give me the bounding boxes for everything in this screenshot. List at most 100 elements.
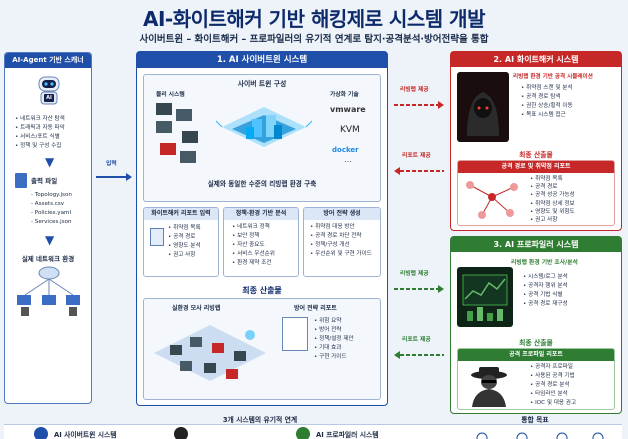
- network-diagram: [11, 265, 87, 317]
- left-arrow-icon: [394, 344, 444, 359]
- whitehacker-badge-icon: [174, 427, 188, 439]
- doc-icon: [150, 228, 164, 246]
- list-item: • 공격 경로 탐색: [521, 94, 561, 100]
- profile-report-list: • 공격자 프로파일 • 사용된 공격 기법 • 공격 경로 분석 • 타임라인…: [530, 363, 576, 408]
- list-item: • 공격 경로 분석: [530, 382, 570, 388]
- footer-goal-title: 통합 목표: [521, 416, 549, 424]
- list-item: • 시스템/로그 분석: [523, 274, 568, 280]
- list-item: • 권고 사항: [168, 252, 196, 258]
- list-item: • 영향도 분석: [168, 243, 201, 249]
- final-output-title: 최종 산출물: [242, 286, 282, 295]
- defense-report-label: 방어 전략 리포트: [294, 305, 337, 312]
- profiler-badge-icon: [296, 427, 310, 439]
- attack-report-list: • 취약점 목록 • 공격 경로 • 공격 성공 가능성 • 취약점 상세 정보…: [530, 175, 575, 224]
- whitehacker-output-title: 최종 산출물: [519, 151, 553, 159]
- list-item: • IOC 및 대응 권고: [530, 400, 577, 406]
- footer-strip: [4, 424, 622, 439]
- doc-icon: [15, 173, 27, 188]
- list-item: • 구현 가이드: [314, 354, 347, 360]
- list-item: • 타임라인 분석: [530, 391, 568, 397]
- attack-report-box: 공격 경로 및 취약점 리포트 • 취약점 목록 • 공격 경로 • 공격 성공…: [457, 160, 615, 226]
- list-item: • 권고 사항: [530, 217, 558, 224]
- list-item: • 보안 정책: [232, 233, 260, 239]
- profile-report-box: 공격 프로파일 리포트 • 공격자 프로파일 • 사용된 공격 기법 • 공격 …: [457, 348, 615, 410]
- input-box-list: • 취약점 목록 • 공격 경로 • 영향도 분석 • 권고 사항: [168, 224, 201, 260]
- list-item: • 공격 경로 차단 전략: [310, 233, 362, 239]
- list-item: • 권한 상승/횡적 이동: [521, 103, 573, 109]
- physical-label: 물리 시스템: [156, 92, 185, 98]
- output-file-title: 출력 파일: [31, 177, 58, 185]
- list-item: • 공격 경로: [530, 184, 558, 191]
- list-item: • 취약점 목록: [168, 225, 201, 231]
- list-item: • 정책/구성 개선: [310, 242, 350, 248]
- input-arrow-label: 입력: [106, 161, 117, 167]
- list-item: • 취약점 상세 정보: [530, 200, 575, 207]
- list-item: • 목표 시스템 접근: [521, 112, 566, 118]
- goal-icons: [470, 427, 610, 439]
- defense-report-list: • 위험 요약 • 방어 전략 • 정책/설정 제안 • 기대 효과 • 구현 …: [314, 317, 354, 362]
- down-arrow-icon: ▼: [45, 233, 55, 247]
- vmware-logo: vmware: [330, 105, 366, 114]
- cybertwin-core-icon: [215, 101, 313, 169]
- profiler-title: 3. AI 프로파일러 시스템: [451, 237, 621, 252]
- defense-box-title: 방어 전략 생성: [304, 208, 380, 220]
- profiler-subtitle: 리빙랩 환경 기반 조사/분석: [511, 260, 578, 266]
- policy-box: 정책·환경 기반 분석 • 네트워크 정책 • 보안 정책 • 자산 중요도 •…: [223, 207, 299, 277]
- profiler-panel: 3. AI 프로파일러 시스템 리빙랩 환경 기반 조사/분석 • 시스템/로그…: [450, 236, 622, 414]
- whitehacker-subtitle: 리빙랩 환경 기반 공격 시뮬레이션: [513, 74, 593, 80]
- report-doc-icon: [282, 317, 308, 351]
- profiler-list: • 시스템/로그 분석 • 공격자 행위 분석 • 공격 기법 식별 • 공격 …: [523, 273, 568, 309]
- list-item: • 정책 및 구성 수집: [15, 143, 62, 149]
- cybertwin-title: 1. AI 사이버트윈 시스템: [137, 52, 387, 68]
- livinglab-arrow-label-bottom: 리빙랩 제공: [400, 271, 429, 277]
- livinglab-label: 실환경 모사 리빙랩: [172, 305, 221, 312]
- scanner-list: • 네트워크 자산 탐색 • 트래픽과 자동 파악 • 서비스/포트 식별 • …: [15, 115, 65, 151]
- policy-box-list: • 네트워크 정책 • 보안 정책 • 자산 중요도 • 서비스 우선순위 • …: [232, 223, 275, 268]
- list-item: • 기대 효과: [314, 345, 342, 351]
- list-item: • 취약점 목록: [530, 176, 563, 182]
- list-item: • 공격 경로: [168, 234, 196, 240]
- policy-box-title: 정책·환경 기반 분석: [224, 208, 298, 220]
- list-item: • 정책/설정 제안: [314, 336, 354, 342]
- list-item: - Topology.json: [31, 192, 72, 198]
- dashboard-icon: [457, 267, 513, 327]
- hacker-icon: [457, 72, 509, 142]
- cybertwin-panel: 1. AI 사이버트윈 시스템 사이버 트윈 구성 물리 시스템 가상화 기술 …: [136, 51, 388, 406]
- list-item: • 서비스/포트 식별: [15, 134, 60, 140]
- list-item: • 자산 중요도: [232, 242, 265, 248]
- composition-box: 사이버 트윈 구성 물리 시스템 가상화 기술 vmware KVM docke…: [143, 74, 381, 202]
- input-box: 화이트해커 리포트 입력 • 취약점 목록 • 공격 경로 • 영향도 분석 •…: [143, 207, 219, 277]
- list-item: • 공격 경로 재구성: [523, 301, 568, 307]
- scanner-title: AI-Agent 기반 스캐너: [5, 53, 91, 68]
- cybertwin-badge-icon: [34, 427, 48, 439]
- docker-logo: docker: [332, 146, 359, 154]
- profiler-output-title: 최종 산출물: [519, 339, 553, 347]
- input-box-title: 화이트해커 리포트 입력: [144, 208, 218, 220]
- attack-report-title: 공격 경로 및 취약점 리포트: [458, 161, 614, 173]
- list-item: • 취약점 대응 방안: [310, 224, 355, 230]
- scanner-panel: AI-Agent 기반 스캐너 AI • 네트워크 자산 탐색 • 트래픽과 자…: [4, 52, 92, 404]
- right-arrow-icon: [394, 94, 444, 109]
- footer-profiler: AI 프로파일러 시스템: [316, 431, 379, 439]
- whitehacker-panel: 2. AI 화이트해커 시스템 리빙랩 환경 기반 공격 시뮬레이션 • 취약점…: [450, 51, 622, 231]
- footer-cybertwin: AI 사이버트윈 시스템: [54, 431, 117, 439]
- file-list: - Topology.json - Assets.csv - Policies.…: [31, 191, 72, 227]
- down-arrow-icon: ▼: [45, 155, 55, 169]
- livinglab-arrow-label-top: 리빙랩 제공: [400, 87, 429, 93]
- server-rack-icon: [152, 99, 208, 169]
- final-output-box: 실환경 모사 리빙랩 방어 전략 리포트 • 위험 요약 • 방어 전략 • 정…: [143, 298, 381, 400]
- attack-graph-icon: [462, 177, 522, 223]
- list-item: • 우선순위 및 구현 가이드: [310, 251, 372, 257]
- list-item: • 공격 기법 식별: [523, 292, 563, 298]
- list-item: • 트래픽과 자동 파악: [15, 125, 65, 131]
- list-item: - Policies.yaml: [31, 210, 72, 216]
- env-title: 실제 네트워크 환경: [21, 255, 75, 263]
- whitehacker-list: • 취약점 스캔 및 분석 • 공격 경로 탐색 • 권한 상승/횡적 이동 •…: [521, 84, 573, 120]
- right-arrow-icon: [394, 278, 444, 293]
- spy-icon: [466, 365, 512, 407]
- report-arrow-label-bottom: 리포트 제공: [402, 337, 431, 343]
- page-subtitle: 사이버트윈 – 화이트해커 – 프로파일러의 유기적 연계로 탐지·공격분석·방…: [139, 34, 489, 45]
- report-arrow-label-top: 리포트 제공: [402, 153, 431, 159]
- left-arrow-icon: [394, 160, 444, 175]
- list-item: • 네트워크 자산 탐색: [15, 116, 65, 122]
